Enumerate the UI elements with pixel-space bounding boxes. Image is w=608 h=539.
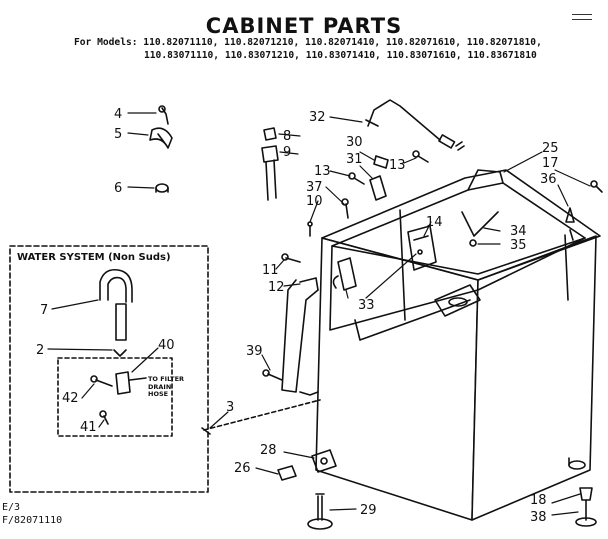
callout-34: 34 [510, 224, 527, 239]
part-10-pin [307, 221, 313, 237]
part-11-screw [281, 253, 301, 263]
part-38-foot [575, 487, 597, 527]
callout-39: 39 [246, 344, 263, 359]
part-7-hose [99, 268, 133, 341]
cabinet-body [315, 169, 601, 521]
part-2-clamp [113, 349, 127, 357]
leader-3 [203, 399, 321, 431]
part-4-clip [158, 105, 169, 125]
diagram-title: CABINET PARTS [205, 14, 403, 38]
callout-18: 18 [530, 493, 547, 508]
water-system-box [9, 245, 209, 493]
callout-40: 40 [158, 338, 175, 353]
model-list-line-2: 110.83071110, 110.83071210, 110.83071410… [144, 50, 537, 61]
callout-26: 26 [234, 461, 251, 476]
part-39-screw [262, 369, 283, 381]
part-9-valve [261, 145, 279, 201]
callout-36: 36 [540, 172, 557, 187]
callout-29: 29 [360, 503, 377, 518]
filter-sub-box [57, 357, 173, 437]
callout-12: 12 [268, 280, 285, 295]
part-41-screw [99, 410, 109, 425]
part-5-strap [149, 127, 173, 149]
callout-2: 2 [36, 343, 44, 358]
callout-37: 37 [306, 180, 323, 195]
callout-numbers: 4 5 6 32 8 9 30 31 13 13 37 10 25 17 36 … [36, 107, 559, 525]
callout-41: 41 [80, 420, 97, 435]
leader-lines [47, 112, 591, 516]
part-6-grommet [155, 183, 169, 193]
callout-17: 17 [542, 156, 559, 171]
callout-25: 25 [542, 141, 559, 156]
callout-30: 30 [346, 135, 363, 150]
part-31-lever [369, 175, 387, 201]
callout-3: 3 [226, 400, 234, 415]
callout-28: 28 [260, 443, 277, 458]
part-30-screw [373, 155, 389, 169]
part-34-hanger [461, 211, 499, 247]
part-26-clip [277, 465, 297, 481]
part-13-screw-a [412, 150, 429, 163]
callout-13-b: 13 [314, 164, 331, 179]
corner-mark [572, 14, 592, 20]
callout-11: 11 [262, 263, 279, 278]
part-42-screw [90, 375, 113, 387]
part-36-pin [565, 207, 575, 223]
corner-ref-line-1: E/3 [2, 502, 21, 513]
callout-42: 42 [62, 391, 79, 406]
callout-8: 8 [283, 129, 291, 144]
part-32-cord [365, 99, 465, 151]
callout-4: 4 [114, 107, 122, 122]
filter-drain-hose-note: TO FILTER DRAIN HOSE [148, 375, 185, 398]
part-17-clip [590, 180, 603, 193]
callout-7: 7 [40, 303, 48, 318]
part-8-nut [263, 127, 277, 141]
part-40-valve [115, 371, 147, 395]
callout-14: 14 [426, 215, 443, 230]
part-33-bracket [332, 257, 357, 291]
callout-6: 6 [114, 181, 122, 196]
water-system-title: WATER SYSTEM (Non Suds) [17, 252, 171, 263]
part-13-screw-b [348, 172, 365, 185]
callout-33: 33 [358, 298, 375, 313]
model-list-line-1: For Models: 110.82071110, 110.82071210, … [74, 37, 542, 48]
part-29-leg [307, 493, 333, 530]
callout-38: 38 [530, 510, 547, 525]
callout-32: 32 [309, 110, 326, 125]
callout-10: 10 [306, 194, 323, 209]
part-12-clamp [299, 277, 319, 291]
corner-ref-line-2: F/82071110 [2, 515, 63, 526]
part-28-bracket [311, 449, 337, 473]
callout-35: 35 [510, 238, 527, 253]
callout-9: 9 [283, 145, 291, 160]
drain-hose [281, 279, 319, 396]
callout-31: 31 [346, 152, 363, 167]
part-37-screw [341, 198, 349, 219]
callout-5: 5 [114, 127, 122, 142]
callout-13-a: 13 [389, 158, 406, 173]
